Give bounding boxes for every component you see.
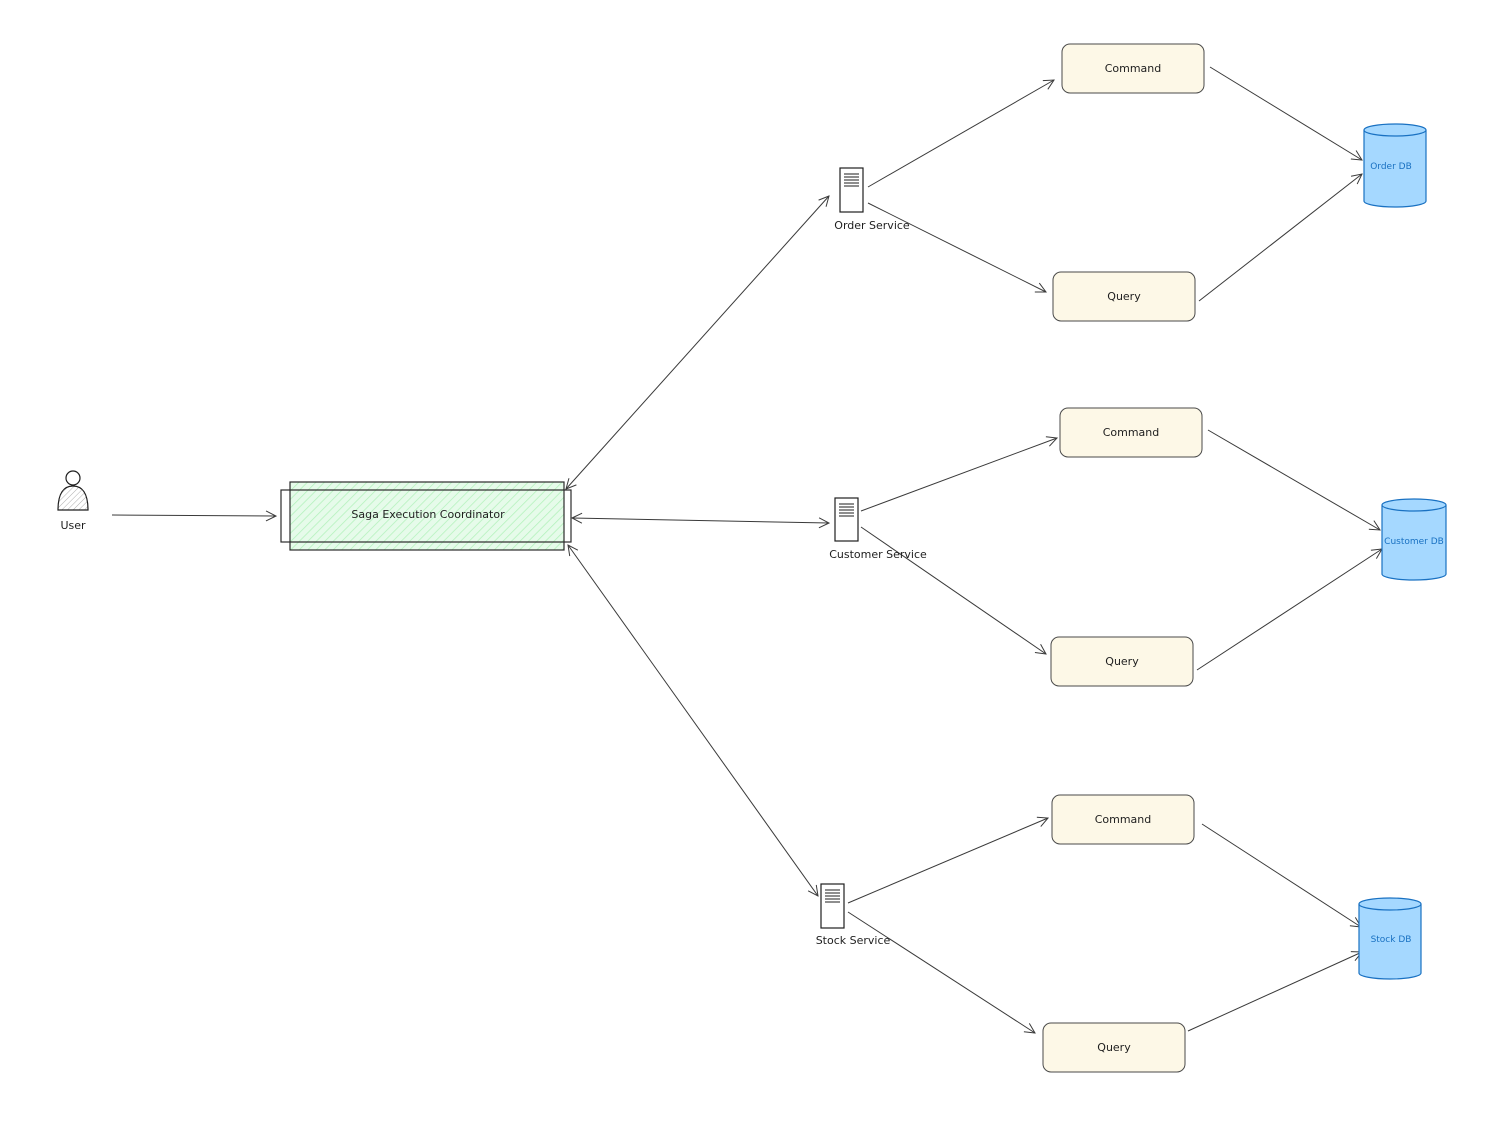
stock-service-label: Stock Service	[816, 934, 891, 947]
arrow-stock-to-query	[847, 911, 1035, 1033]
user-icon	[57, 470, 89, 511]
stock-query-label: Query	[1097, 1041, 1131, 1054]
arrow-customer-command-to-db	[1207, 429, 1380, 530]
stock-service-node[interactable]: Stock Service	[816, 883, 891, 947]
connections	[111, 66, 1382, 1033]
arrow-stock-to-command	[847, 818, 1048, 904]
database-icon	[1381, 498, 1447, 581]
user-label: User	[60, 519, 86, 532]
server-icon	[839, 167, 864, 213]
stock-command-box[interactable]: Command	[1051, 794, 1195, 845]
order-service-node[interactable]: Order Service	[834, 167, 910, 232]
arrow-customer-to-command	[860, 438, 1057, 512]
arrow-coordinator-customer-service	[572, 518, 829, 523]
customer-db-label: Customer DB	[1384, 537, 1444, 547]
customer-service-label: Customer Service	[829, 548, 927, 561]
order-db-label: Order DB	[1370, 162, 1412, 172]
database-icon	[1363, 123, 1427, 208]
customer-command-box[interactable]: Command	[1059, 407, 1203, 458]
order-service-label: Order Service	[834, 219, 910, 232]
arrow-customer-to-query	[860, 526, 1046, 654]
order-command-label: Command	[1105, 62, 1162, 75]
coordinator-label: Saga Execution Coordinator	[351, 508, 505, 521]
arrow-stock-command-to-db	[1201, 823, 1361, 927]
customer-query-box[interactable]: Query	[1050, 636, 1194, 687]
order-query-label: Query	[1107, 290, 1141, 303]
arrow-order-command-to-db	[1209, 66, 1362, 160]
server-icon	[820, 883, 845, 929]
customer-command-label: Command	[1103, 426, 1160, 439]
customer-service-group: Customer Service Command Query Customer …	[829, 407, 1447, 687]
arrow-coordinator-stock-service	[568, 545, 818, 896]
arrow-order-to-command	[867, 80, 1054, 188]
arrow-coordinator-order-service	[566, 196, 829, 489]
arrow-user-to-coordinator	[111, 515, 276, 516]
order-db-node[interactable]: Order DB	[1363, 123, 1427, 208]
customer-query-label: Query	[1105, 655, 1139, 668]
user-actor[interactable]: User	[57, 470, 89, 532]
server-icon	[834, 497, 859, 542]
order-command-box[interactable]: Command	[1061, 43, 1205, 94]
order-service-group: Order Service Command Query Order DB	[834, 43, 1427, 322]
customer-service-node[interactable]: Customer Service	[829, 497, 927, 561]
database-icon	[1358, 897, 1422, 980]
arrow-order-to-query	[867, 202, 1046, 292]
stock-db-label: Stock DB	[1371, 935, 1412, 945]
arrow-customer-query-to-db	[1196, 549, 1382, 671]
saga-coordinator-node[interactable]: Saga Execution Coordinator	[280, 481, 572, 551]
customer-db-node[interactable]: Customer DB	[1381, 498, 1447, 581]
arrow-stock-query-to-db	[1187, 952, 1362, 1032]
order-query-box[interactable]: Query	[1052, 271, 1196, 322]
stock-db-node[interactable]: Stock DB	[1358, 897, 1422, 980]
stock-query-box[interactable]: Query	[1042, 1022, 1186, 1073]
stock-command-label: Command	[1095, 813, 1152, 826]
stock-service-group: Stock Service Command Query Stock DB	[816, 794, 1422, 1073]
arrow-order-query-to-db	[1198, 174, 1362, 302]
